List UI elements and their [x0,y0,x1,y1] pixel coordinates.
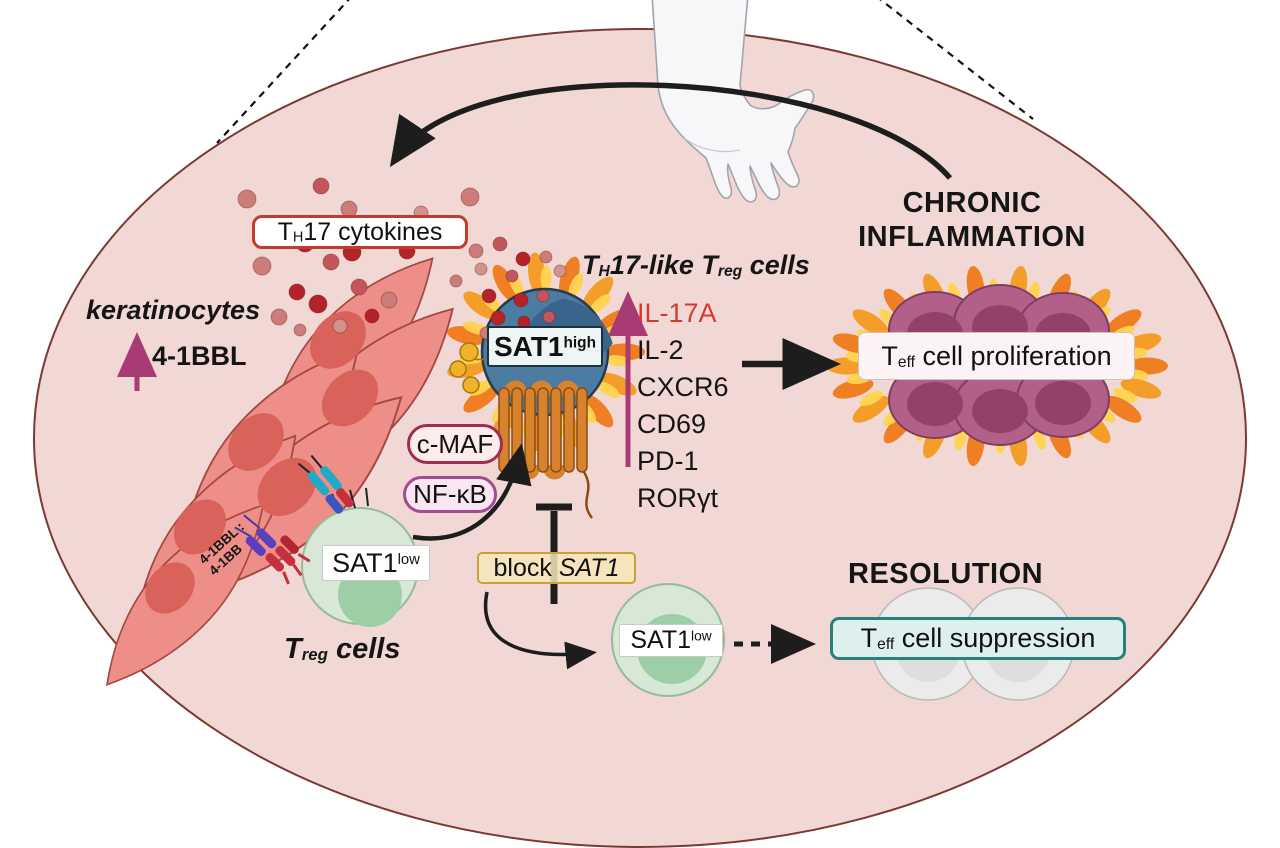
th17-cytokines-label: TH17 cytokines [277,217,443,246]
teff-suppression-box: Teff cell suppression [830,617,1126,660]
cmaf-pill: c-MAF [407,424,503,464]
block-sat1-label: block SAT1 [493,553,620,582]
nfkb-label: NF-κB [413,479,487,509]
marker-il2: IL-2 [637,335,684,365]
sat1-low-box-upper: SAT1low [322,545,430,581]
marker-pd1: PD-1 [637,446,699,476]
marker-cxcr6: CXCR6 [637,372,729,402]
treg-cells-label: Treg cells [284,633,401,665]
nfkb-to-cell-arrow [412,443,532,541]
yellow-structure [449,342,487,394]
th17-cytokines-box: TH17 cytokines [252,215,468,249]
marker-list: IL-17A IL-2 CXCR6 CD69 PD-1 RORγt [637,295,729,517]
teff-proliferation-box: Teff cell proliferation [858,332,1135,380]
marker-rorgt: RORγt [637,483,718,513]
sat1-low-label-upper: SAT1low [332,547,420,578]
th17-like-treg-title: TH17-like Treg cells [582,250,810,280]
block-to-cell-arrow [483,591,597,670]
receptor-complex-teal [297,454,354,514]
nfkb-pill: NF-κB [403,476,497,513]
sat1-low-box-bottom: SAT1low [619,624,723,657]
sat1-high-box: SAT1high [487,326,603,367]
keratinocytes-label: keratinocytes [86,295,261,325]
41bbl-label: 4-1BBL [152,341,247,371]
sat1-high-label: SAT1high [494,330,596,362]
teff-proliferation-label: Teff cell proliferation [881,340,1112,371]
marker-il17a: IL-17A [637,298,717,328]
marker-cd69: CD69 [637,409,707,439]
block-sat1-box: block SAT1 [477,552,636,584]
keratinocyte-nuclei [145,311,379,614]
teff-suppression-label: Teff cell suppression [860,623,1096,653]
chronic-inflammation-title: CHRONIC INFLAMMATION [858,187,1086,253]
resolution-title: RESOLUTION [848,558,1044,590]
feedback-arrow [389,82,953,180]
cmaf-label: c-MAF [416,428,494,459]
hand-illustration [651,0,815,203]
receptor-complex-41bbl-41bb [234,514,311,585]
sat1-low-label-bottom: SAT1low [630,626,712,654]
keratinocyte-cluster [78,232,482,709]
